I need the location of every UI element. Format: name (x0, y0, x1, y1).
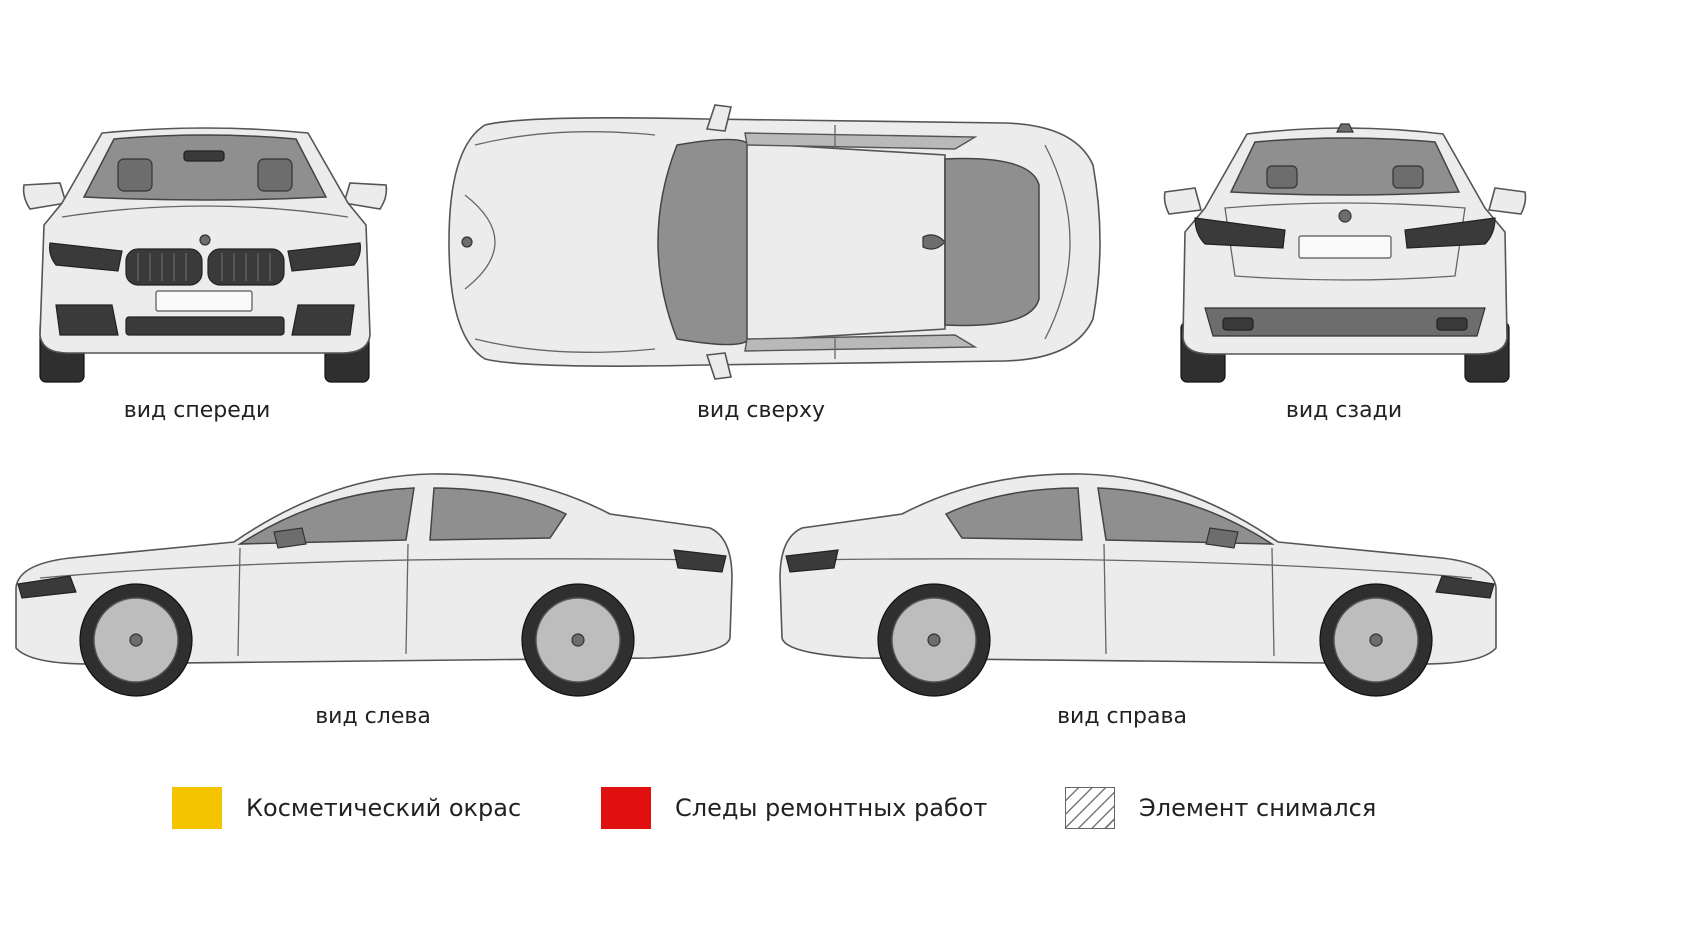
hood-crease (61, 205, 349, 218)
lower-grille (125, 316, 285, 336)
rear-mirror-right (1487, 187, 1527, 215)
roof (746, 142, 946, 342)
legend-repair-traces: Следы ремонтных работ (601, 787, 987, 829)
left-belt-line (39, 558, 711, 579)
left-mirror (273, 527, 307, 549)
left-headlight (17, 575, 77, 599)
front-view-drawing (22, 127, 388, 383)
rear-view-caption: вид сзади (1285, 398, 1403, 423)
trunk-outline (1044, 144, 1071, 340)
left-view[interactable] (10, 468, 734, 700)
headlight-left (49, 242, 123, 272)
left-taillight (673, 549, 727, 573)
hood-center (464, 194, 496, 290)
rear-diffuser (1204, 307, 1486, 337)
rear-plate (1298, 235, 1392, 259)
rear-badge (1338, 209, 1352, 223)
swatch-repair-traces (601, 787, 651, 829)
top-view[interactable] (445, 104, 1110, 380)
right-headlight (1435, 575, 1495, 599)
rear-window (1229, 137, 1461, 196)
swatch-element-removed (1065, 787, 1115, 829)
seat-right (257, 158, 293, 192)
right-view[interactable] (778, 468, 1502, 700)
intake-left (55, 304, 119, 336)
rear-headrest-left (1266, 165, 1298, 189)
legend-label-cosmetic-paint: Косметический окрас (246, 794, 522, 822)
front-view[interactable] (22, 125, 388, 385)
grille-bars (137, 253, 271, 281)
top-badge (461, 236, 473, 248)
right-front-hub (1369, 633, 1383, 647)
left-view-drawing (15, 473, 733, 697)
rear-mirror-left (1163, 187, 1203, 215)
right-mirror (342, 182, 388, 210)
mirror-left (705, 104, 732, 132)
hood-outline (474, 131, 656, 353)
headlight-right (287, 242, 361, 272)
right-view-caption: вид справа (1057, 704, 1187, 729)
right-rear-hub (927, 633, 941, 647)
left-view-caption: вид слева (315, 704, 431, 729)
right-window-rear (944, 487, 1083, 541)
rear-antenna (1336, 123, 1354, 133)
right-belt-line (801, 558, 1473, 579)
rear-view[interactable] (1163, 122, 1527, 385)
top-view-caption: вид сверху (696, 398, 826, 423)
taillight-left (1194, 217, 1286, 249)
legend-element-removed: Элемент снимался (1065, 787, 1376, 829)
exhaust-right (1436, 317, 1468, 331)
left-front-hub (129, 633, 143, 647)
exhaust-left (1222, 317, 1254, 331)
seat-left (117, 158, 153, 192)
right-door-line-1 (1271, 547, 1275, 657)
taillight-right (1404, 217, 1496, 249)
left-window-rear (429, 487, 568, 541)
right-view-drawing (779, 473, 1497, 697)
front-plate (155, 290, 253, 312)
top-rear-window (944, 157, 1040, 327)
legend-label-element-removed: Элемент снимался (1139, 794, 1377, 822)
left-window-front (237, 487, 415, 545)
legend-label-repair-traces: Следы ремонтных работ (675, 794, 988, 822)
rear-headrest-right (1392, 165, 1424, 189)
left-door-line-1 (237, 547, 241, 657)
left-door-line-2 (405, 543, 409, 655)
swatch-cosmetic-paint (172, 787, 222, 829)
right-window-front (1097, 487, 1275, 545)
top-view-drawing (448, 104, 1101, 380)
legend-cosmetic-paint: Косметический окрас (172, 787, 521, 829)
right-taillight (785, 549, 839, 573)
front-view-caption: вид спереди (123, 398, 271, 423)
mirror-right (705, 352, 732, 380)
rear-view-mirror (183, 150, 225, 162)
rear-view-drawing (1163, 123, 1527, 383)
side-window-strip-right (744, 334, 978, 352)
left-rear-hub (571, 633, 585, 647)
right-mirror (1205, 527, 1239, 549)
front-badge (199, 234, 211, 246)
grille-left (125, 248, 203, 286)
right-door-line-2 (1103, 543, 1107, 655)
side-window-strip-left (744, 132, 978, 150)
intake-right (291, 304, 355, 336)
top-windshield (657, 138, 748, 346)
left-mirror (22, 182, 68, 210)
